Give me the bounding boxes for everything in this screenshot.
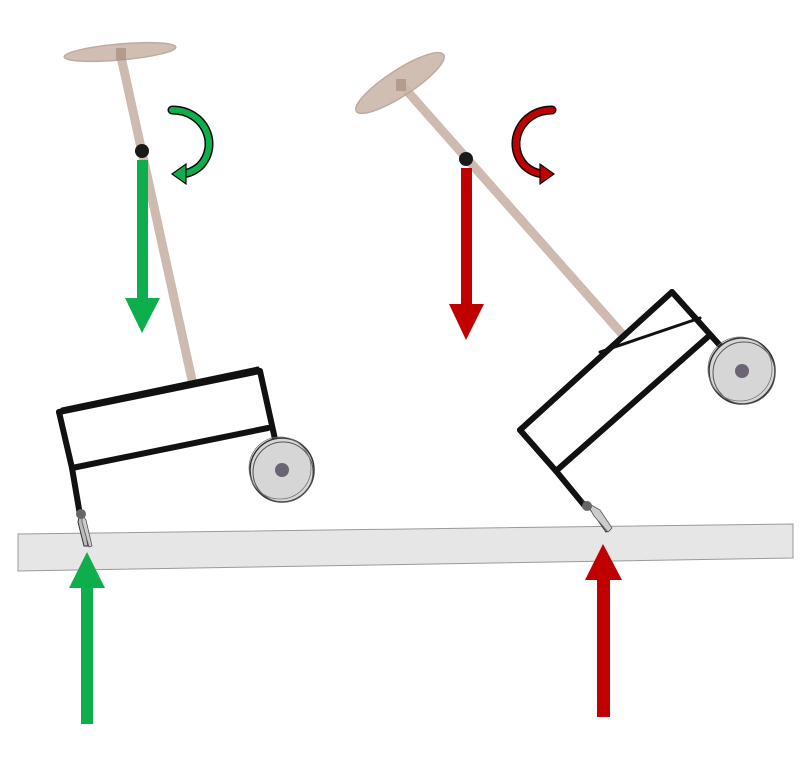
unstable-frame (517, 289, 745, 508)
stable-gravity-arrow-icon (125, 160, 160, 333)
unstable-pole (395, 78, 628, 340)
stable-rotation-arrow-icon (167, 105, 214, 186)
unstable-center-of-mass-dot (459, 152, 473, 166)
unstable-wheel (707, 336, 776, 405)
stable-center-of-mass-dot (135, 144, 149, 158)
unstable-gravity-arrow-icon (449, 168, 484, 340)
stable-pole (115, 47, 197, 385)
stable-wheel (248, 436, 315, 503)
unstable-configuration (355, 51, 776, 717)
stable-foot-claw (76, 509, 93, 548)
unstable-foot-claw (581, 499, 613, 533)
stable-ground-reaction-arrow-icon (69, 552, 105, 724)
stable-configuration (56, 41, 315, 724)
ground-surface (17, 523, 794, 572)
stable-frame (56, 366, 285, 518)
unstable-rotation-arrow-icon (511, 105, 557, 186)
unstable-ground-reaction-arrow-icon (585, 544, 622, 717)
